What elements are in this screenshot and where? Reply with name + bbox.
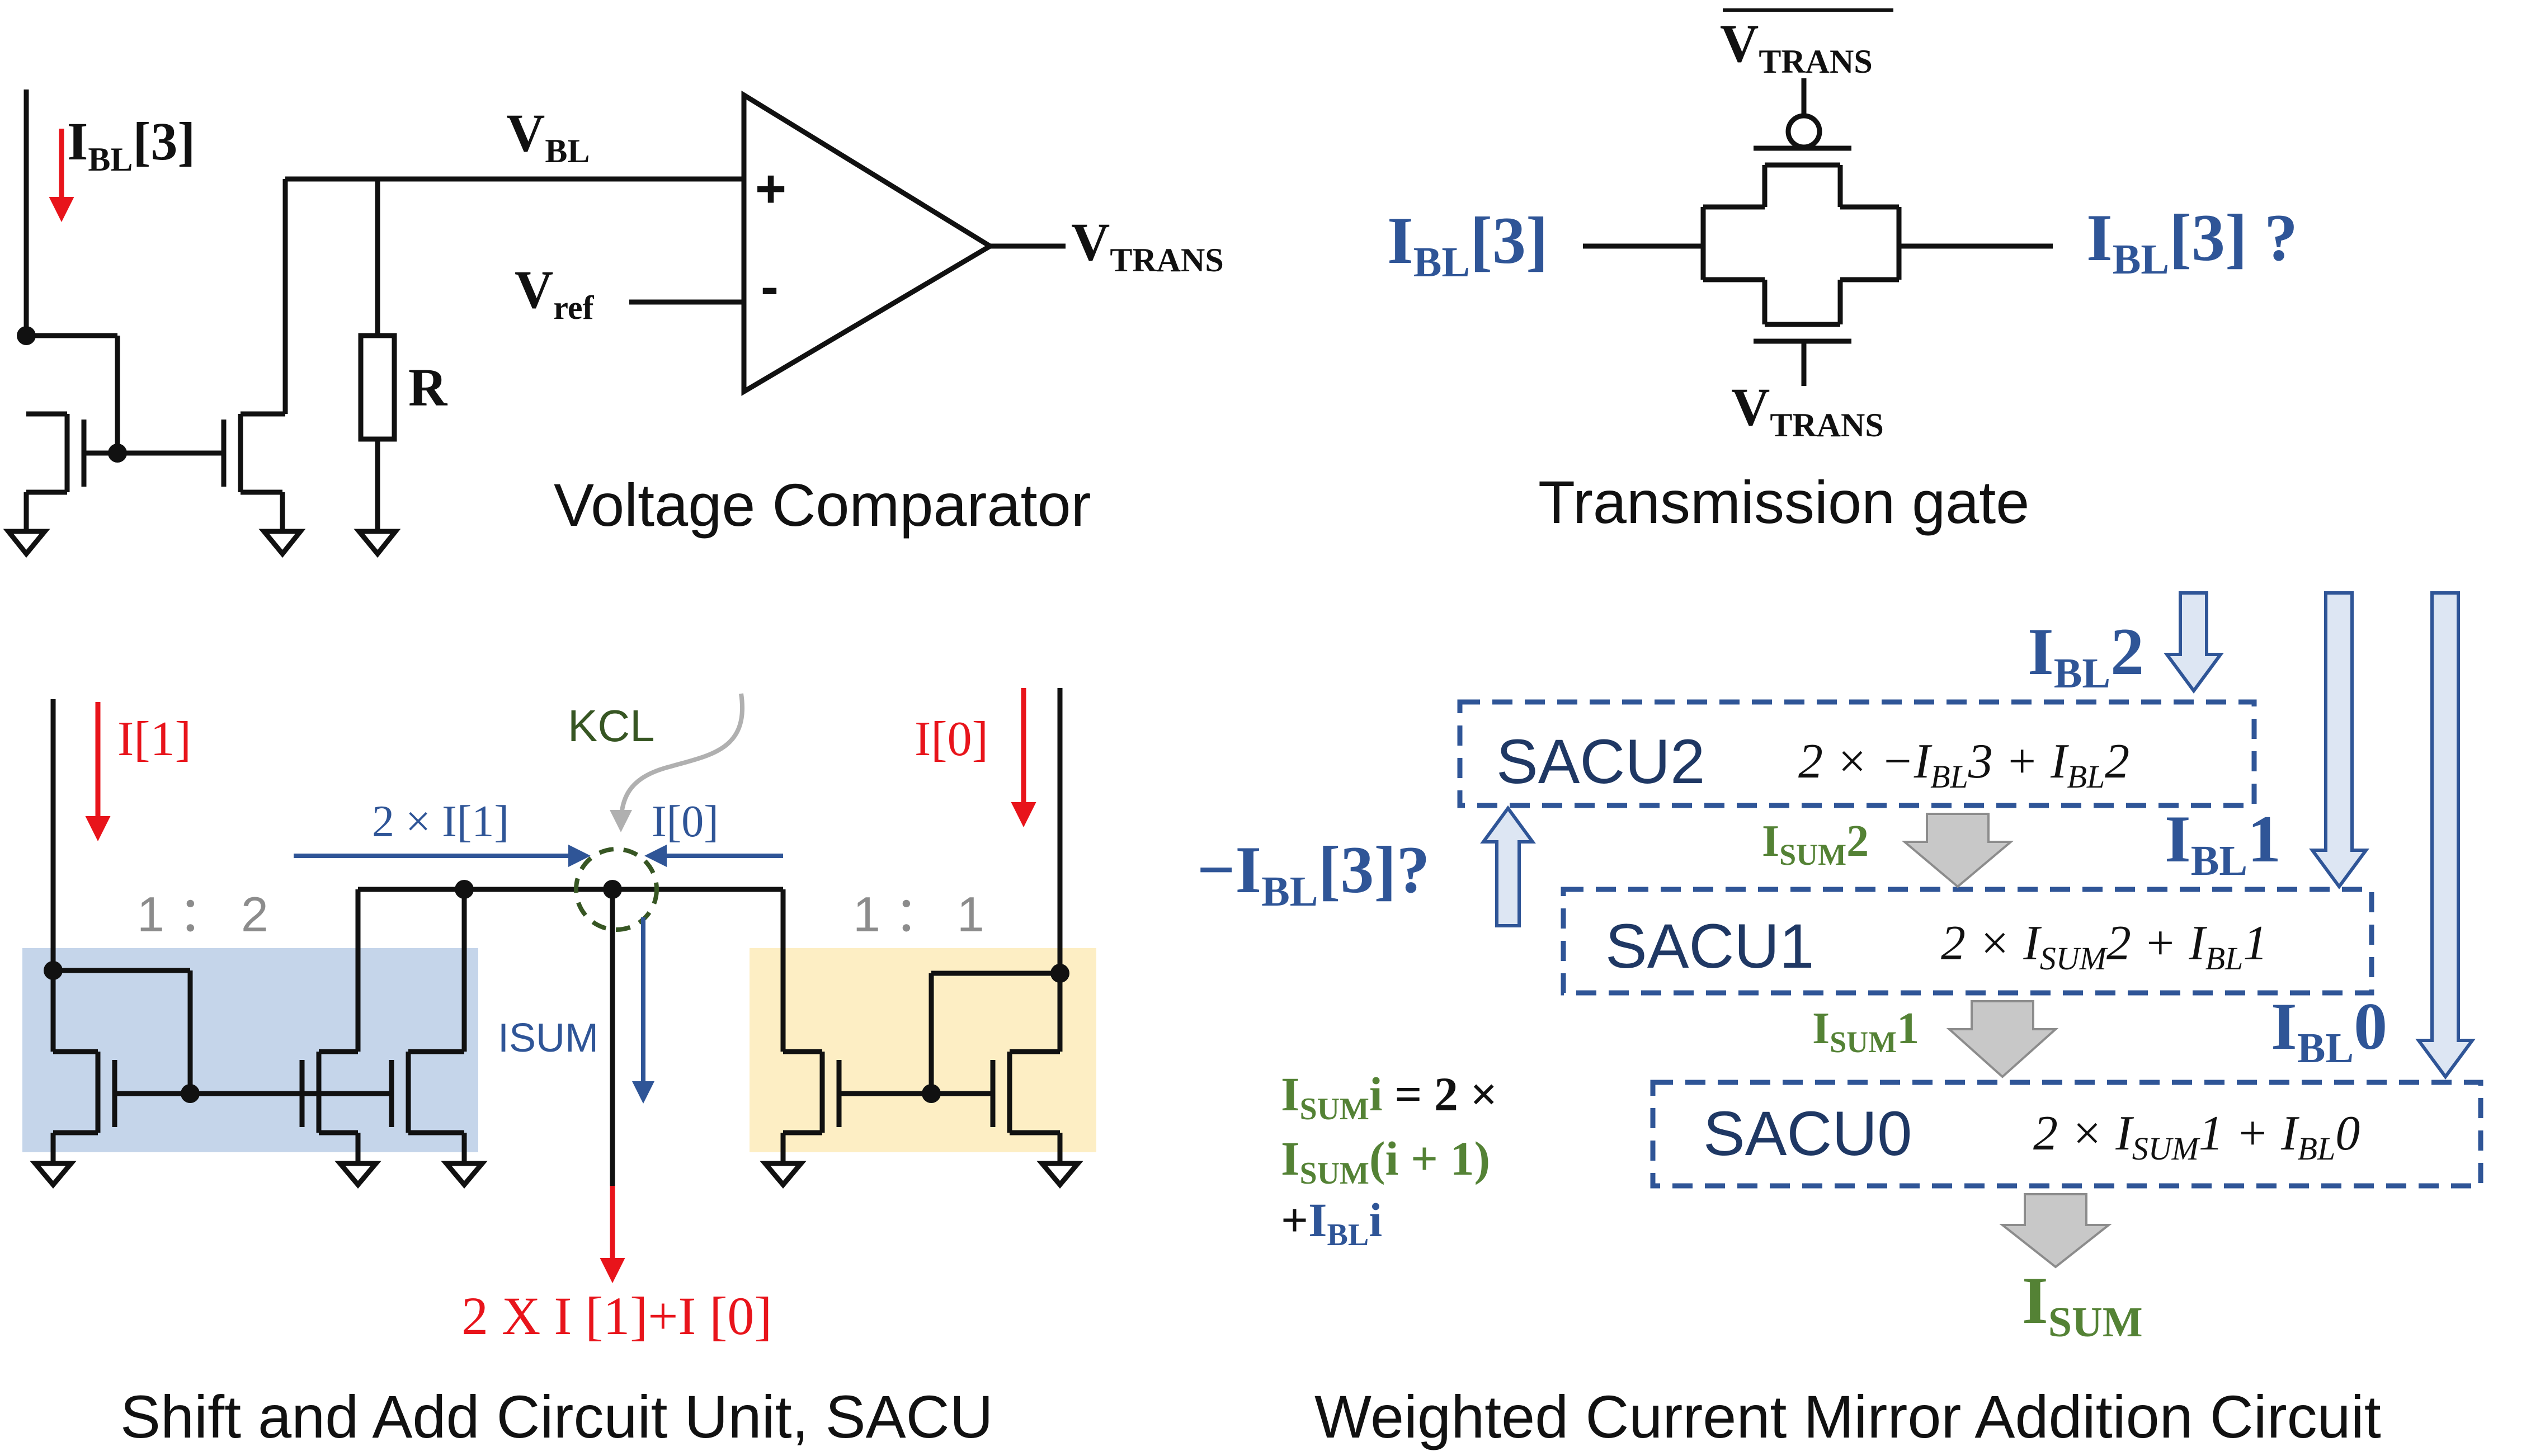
kcl-node-circle — [574, 847, 659, 932]
formula-line-1: ISUMi = 2 × — [1281, 1067, 1497, 1127]
vc-caption: Voltage Comparator — [554, 471, 1091, 539]
sacu-output-label: 2 X I [1]+I [0] — [461, 1286, 772, 1346]
isum-out-grey-arrow — [1999, 1193, 2112, 1269]
tg-bottom-vtrans-label: VTRANS — [1731, 377, 1884, 444]
kcl-pointer-arrow — [610, 693, 744, 832]
sacu-i1-label: I[1] — [117, 712, 191, 766]
sacu0-box — [1650, 1080, 2483, 1189]
sacu1-equation: 2 × ISUM2 + IBL1 — [1941, 916, 2268, 977]
vc-vtrans-label: VTRANS — [1071, 212, 1224, 279]
isum1-label: ISUM1 — [1812, 1004, 1919, 1059]
sacu-i0-blue-label: I[0] — [652, 797, 719, 846]
ibl0-label: IBL0 — [2271, 989, 2387, 1072]
sacu-ratio-right: 1 ： 1 — [853, 887, 984, 942]
sacu-circuit — [30, 688, 1083, 1189]
ibl2-hollow-arrow — [2164, 591, 2224, 694]
sacu1-box — [1561, 887, 2374, 996]
junction-dot — [17, 326, 36, 345]
sacu-isum-label: ISUM — [498, 1016, 598, 1061]
sacu-i0-label: I[0] — [915, 712, 988, 766]
weighted-caption: Weighted Current Mirror Addition Circuit — [1314, 1383, 2381, 1450]
sacu2-equation: 2 × −IBL3 + IBL2 — [1798, 734, 2129, 795]
sacu1-label: SACU1 — [1605, 911, 1814, 981]
junction-dot — [922, 1084, 941, 1103]
junction-dot — [108, 444, 127, 463]
vc-vref-label: Vref — [515, 260, 595, 326]
ibl2-label: IBL2 — [2028, 614, 2144, 697]
formula-line-3: +IBLi — [1281, 1193, 1382, 1252]
formula-line-2: ISUM(i + 1) — [1281, 1132, 1490, 1191]
grey-flow-arrows — [1901, 813, 2112, 1269]
voltage-comparator-panel — [3, 89, 1066, 558]
neg-ibl3-hollow-up-arrow — [1480, 805, 1536, 927]
vc-minus-sign: - — [761, 257, 779, 317]
ibl1-hollow-arrow — [2309, 591, 2369, 890]
isum-output-label: ISUM — [2022, 1263, 2143, 1346]
isum1-grey-arrow — [1946, 1000, 2059, 1078]
sacu2-label: SACU2 — [1496, 727, 1705, 797]
sacu-ratio-left: 1 ： 2 — [137, 887, 268, 942]
junction-dot — [44, 961, 63, 980]
sacu0-label: SACU0 — [1703, 1099, 1912, 1168]
sacu2-box — [1457, 699, 2257, 808]
vc-ibl3-label: IBL[3] — [67, 111, 195, 178]
junction-dot — [603, 880, 622, 899]
ibl0-hollow-arrow — [2415, 591, 2476, 1080]
tg-input-label: IBL[3] — [1387, 203, 1548, 286]
tg-caption: Transmission gate — [1538, 468, 2029, 536]
sacu-kcl-label: KCL — [568, 701, 655, 751]
isum2-grey-arrow — [1901, 813, 2014, 888]
hollow-down-arrows — [1480, 591, 2476, 1080]
sacu0-equation: 2 × ISUM1 + IBL0 — [2033, 1106, 2360, 1167]
sacu-dashed-boxes — [1457, 699, 2483, 1189]
sacu-caption: Shift and Add Circuit Unit, SACU — [120, 1383, 993, 1450]
neg-ibl3-label: −IBL[3]? — [1197, 832, 1430, 915]
ibl1-label: IBL1 — [2165, 802, 2281, 884]
isum2-label: ISUM2 — [1762, 817, 1869, 871]
transmission-gate-panel — [1583, 8, 2053, 386]
junction-dot — [181, 1084, 200, 1103]
junction-dot — [455, 880, 474, 899]
vc-plus-sign: + — [755, 159, 786, 219]
current-mirror-circuit — [3, 89, 1066, 558]
tg-top-vtrans-bar-label: VTRANS — [1720, 13, 1873, 80]
vc-vbl-label: VBL — [506, 103, 590, 169]
tg-output-label: IBL[3] ? — [2086, 200, 2298, 283]
sacu-two-i1-label: 2 × I[1] — [372, 797, 509, 846]
junction-dot — [1050, 964, 1069, 983]
vc-resistor-label: R — [408, 357, 448, 417]
